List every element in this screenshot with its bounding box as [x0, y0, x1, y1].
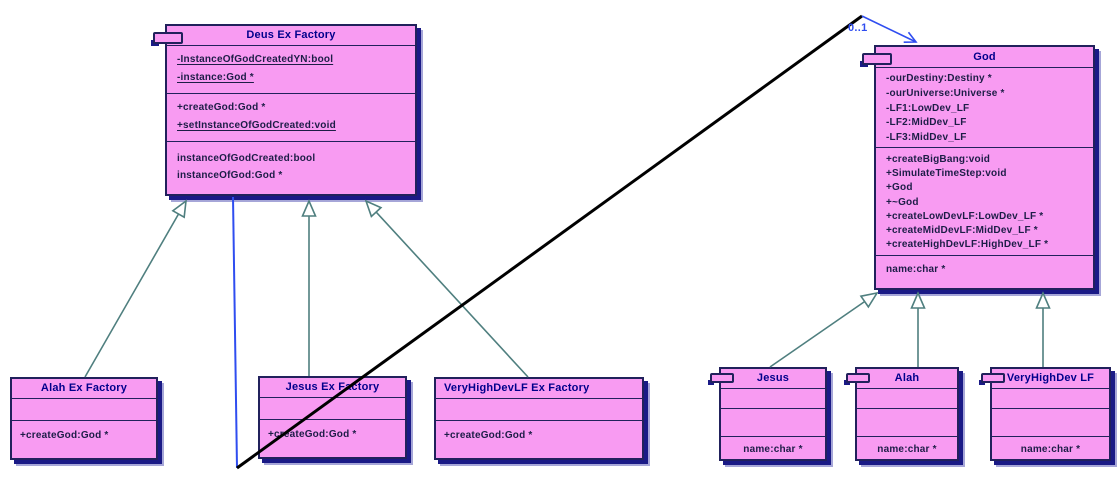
- class-title: God: [973, 51, 996, 63]
- class-title: Jesus Ex Factory: [285, 381, 380, 393]
- generalization-veryex-to-deus[interactable]: [366, 201, 529, 378]
- class-title: VeryHighDevLF Ex Factory: [444, 382, 590, 394]
- class-title: Jesus: [756, 372, 790, 384]
- class-icon: [981, 373, 1005, 383]
- method: +createHighDevLF:HighDev_LF *: [886, 239, 1049, 251]
- generalization-alahex-to-deus[interactable]: [84, 201, 186, 378]
- attribute: -LF1:LowDev_LF: [886, 102, 970, 114]
- method: +setInstanceOfGodCreated:void: [177, 120, 336, 131]
- methods-compartment: +createGod:God *: [436, 420, 642, 458]
- methods-compartment: [992, 408, 1109, 436]
- properties-compartment: name:char *: [876, 255, 1093, 288]
- class-icon: [862, 53, 892, 65]
- methods-compartment: [721, 408, 825, 436]
- class-box-god[interactable]: God -ourDestiny:Destiny * -ourUniverse:U…: [860, 45, 1095, 290]
- methods-compartment: [857, 408, 957, 436]
- property: instanceOfGod:God *: [177, 170, 283, 181]
- property: name:char *: [743, 444, 803, 455]
- class-title: Alah Ex Factory: [40, 382, 128, 394]
- class-box-deus-ex-factory[interactable]: Deus Ex Factory -InstanceOfGodCreatedYN:…: [151, 24, 417, 196]
- association-segment-arrow[interactable]: [861, 15, 918, 43]
- methods-compartment: +createBigBang:void +SimulateTimeStep:vo…: [876, 147, 1093, 255]
- properties-compartment: name:char *: [857, 436, 957, 459]
- association-segment-vertical[interactable]: [232, 196, 238, 469]
- attributes-compartment: [992, 388, 1109, 408]
- class-title: Alah: [894, 372, 920, 384]
- class-icon: [710, 373, 734, 383]
- attribute: -instance:God *: [177, 72, 254, 83]
- method: +SimulateTimeStep:void: [886, 168, 1007, 180]
- association-segment-diagonal[interactable]: [236, 14, 863, 470]
- attribute: -LF2:MidDev_LF: [886, 117, 967, 129]
- methods-compartment: +createGod:God *: [260, 419, 405, 457]
- class-box-jesus[interactable]: Jesus name:char *: [708, 367, 827, 461]
- property: instanceOfGodCreated:bool: [177, 153, 316, 164]
- attributes-compartment: [857, 388, 957, 408]
- method: +createMidDevLF:MidDev_LF *: [886, 225, 1038, 237]
- method: +createGod:God *: [268, 429, 357, 440]
- class-box-veryhighdev-lf[interactable]: VeryHighDev LF name:char *: [979, 367, 1111, 461]
- attribute: -LF3:MidDev_LF: [886, 132, 967, 144]
- method: +createGod:God *: [444, 430, 533, 441]
- class-box-veryhighdevlf-ex-factory[interactable]: VeryHighDevLF Ex Factory +createGod:God …: [434, 377, 644, 460]
- attributes-compartment: -ourDestiny:Destiny * -ourUniverse:Unive…: [876, 67, 1093, 147]
- class-icon: [846, 373, 870, 383]
- generalization-jesus-to-god[interactable]: [769, 293, 877, 368]
- method: +createGod:God *: [20, 430, 109, 441]
- method: +createBigBang:void: [886, 154, 991, 165]
- class-icon: [153, 32, 183, 44]
- method: +createLowDevLF:LowDev_LF *: [886, 210, 1044, 222]
- attributes-compartment: [721, 388, 825, 408]
- class-title: Deus Ex Factory: [246, 29, 336, 41]
- attribute: -ourDestiny:Destiny *: [886, 73, 992, 84]
- class-box-alah[interactable]: Alah name:char *: [844, 367, 959, 461]
- class-box-alah-ex-factory[interactable]: Alah Ex Factory +createGod:God *: [10, 377, 158, 460]
- attribute: -InstanceOfGodCreatedYN:bool: [177, 54, 334, 65]
- attributes-compartment: [12, 398, 156, 420]
- method: +~God: [886, 196, 919, 208]
- properties-compartment: name:char *: [992, 436, 1109, 459]
- attribute: -ourUniverse:Universe *: [886, 87, 1005, 99]
- method: +createGod:God *: [177, 102, 266, 113]
- properties-compartment: name:char *: [721, 436, 825, 459]
- attributes-compartment: -InstanceOfGodCreatedYN:bool -instance:G…: [167, 45, 415, 93]
- properties-compartment: instanceOfGodCreated:bool instanceOfGod:…: [167, 141, 415, 194]
- method: +God: [886, 182, 913, 194]
- multiplicity-label: 0..1: [848, 22, 868, 34]
- property: name:char *: [1020, 444, 1081, 455]
- methods-compartment: +createGod:God *: [12, 420, 156, 458]
- methods-compartment: +createGod:God * +setInstanceOfGodCreate…: [167, 93, 415, 141]
- attributes-compartment: [436, 398, 642, 420]
- property: name:char *: [886, 264, 946, 275]
- class-title: VeryHighDev LF: [1006, 372, 1095, 384]
- property: name:char *: [877, 444, 937, 455]
- class-box-jesus-ex-factory[interactable]: Jesus Ex Factory +createGod:God *: [258, 376, 407, 459]
